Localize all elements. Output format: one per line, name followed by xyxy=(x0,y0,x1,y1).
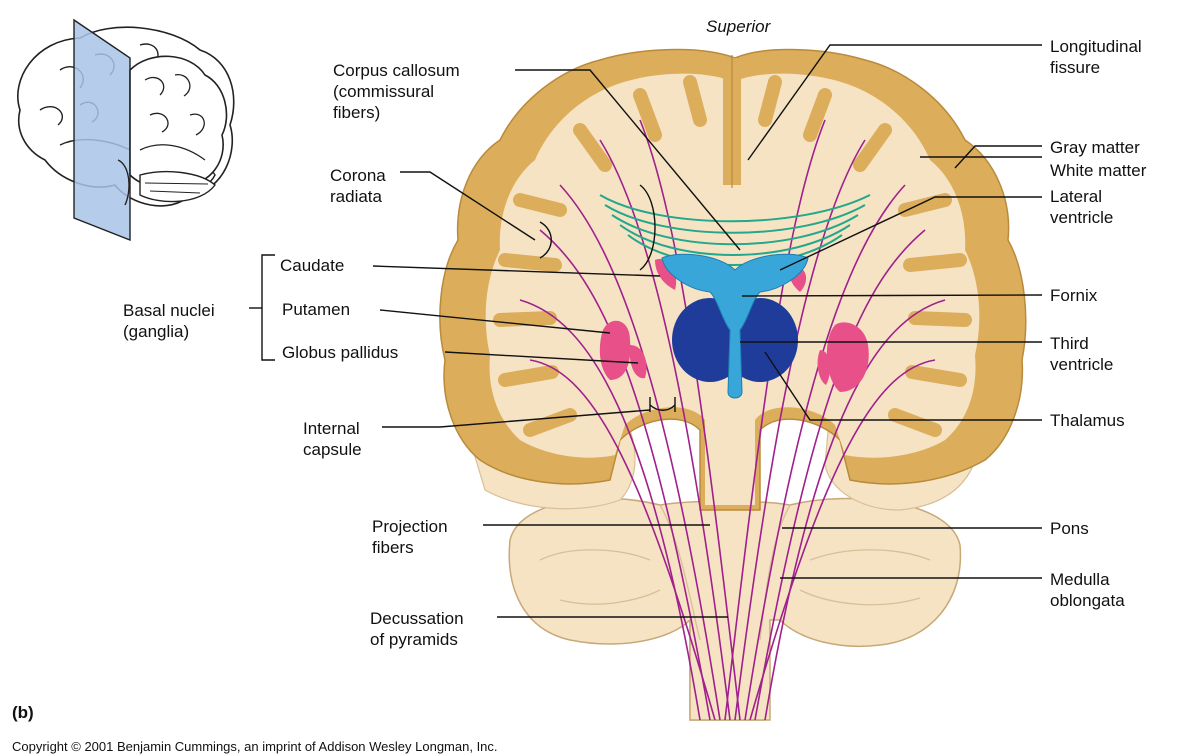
label-third-ventricle: Third ventricle xyxy=(1050,333,1113,375)
label-thalamus: Thalamus xyxy=(1050,410,1125,431)
label-lateral-ventricle: Lateral ventricle xyxy=(1050,186,1113,228)
label-gray-matter: Gray matter xyxy=(1050,137,1140,158)
label-medulla-oblongata: Medulla oblongata xyxy=(1050,569,1125,611)
orientation-label: Superior xyxy=(706,16,770,37)
label-globus-pallidus: Globus pallidus xyxy=(282,342,398,363)
label-corona-radiata: Corona radiata xyxy=(330,165,386,207)
label-decussation: Decussation of pyramids xyxy=(370,608,464,650)
label-corpus-callosum: Corpus callosum (commissural fibers) xyxy=(333,60,460,123)
label-projection-fibers: Projection fibers xyxy=(372,516,448,558)
label-white-matter: White matter xyxy=(1050,160,1146,181)
label-fornix: Fornix xyxy=(1050,285,1097,306)
label-pons: Pons xyxy=(1050,518,1089,539)
label-longitudinal-fissure: Longitudinal fissure xyxy=(1050,36,1142,78)
label-putamen: Putamen xyxy=(282,299,350,320)
label-caudate: Caudate xyxy=(280,255,344,276)
inset-brain-icon xyxy=(18,20,234,240)
label-internal-capsule: Internal capsule xyxy=(303,418,362,460)
copyright-text: Copyright © 2001 Benjamin Cummings, an i… xyxy=(12,736,498,754)
panel-label: (b) xyxy=(12,702,34,723)
label-basal-nuclei: Basal nuclei (ganglia) xyxy=(123,300,215,342)
